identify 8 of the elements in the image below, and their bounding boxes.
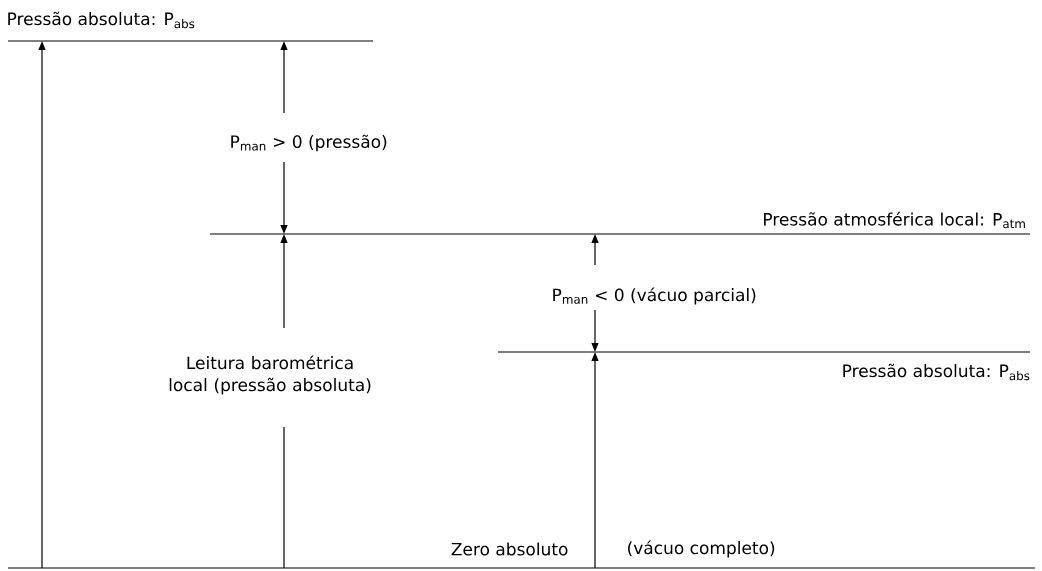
- level-label: Pressão absoluta: P$_{abs}$: [843, 363, 1030, 381]
- dimension-label: Leitura barométrica local (pressão absoluta): [169, 355, 371, 395]
- level-label: Pressão atmosférica local: P$_{atm}$: [764, 211, 1025, 229]
- dimension-label: P$_{man}$ < 0 (vácuo parcial): [553, 287, 756, 305]
- level-label: Pressão absoluta: P$_{abs}$: [8, 11, 195, 29]
- dimension-label: (vácuo completo): [628, 540, 775, 558]
- dimension-label: Zero absoluto: [451, 542, 568, 556]
- dimension-label: P$_{man}$ > 0 (pressão): [231, 134, 387, 152]
